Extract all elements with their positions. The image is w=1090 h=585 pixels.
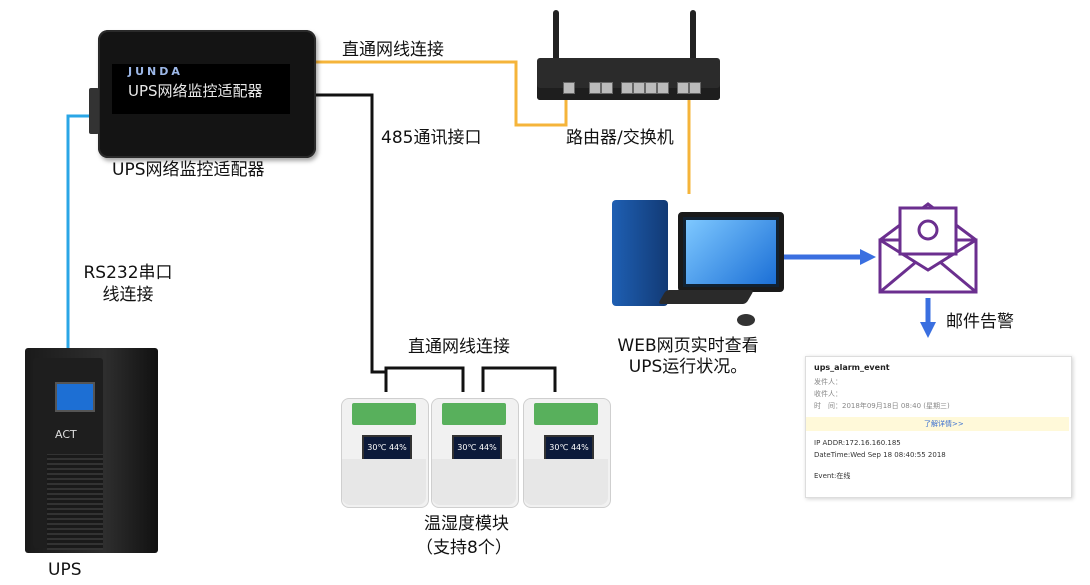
module-body xyxy=(342,459,426,505)
ups-logo: ACT xyxy=(55,428,77,441)
router-antenna-left xyxy=(553,10,559,62)
rs232-port xyxy=(89,88,99,134)
router-port xyxy=(633,82,645,94)
pc-monitor xyxy=(678,212,784,292)
envelope-icon xyxy=(878,202,978,294)
email-expand-link[interactable]: 了解详情>> xyxy=(924,420,964,428)
arrow-email-down-head xyxy=(920,322,936,338)
email-ip: IP ADDR:172.16.160.185 xyxy=(814,439,901,447)
router-antenna-right xyxy=(690,10,696,62)
ups-front-panel: ACT xyxy=(33,358,103,550)
email-alarm-caption: 邮件告警 xyxy=(946,312,1014,332)
ethernet-wire-adapter-router xyxy=(316,60,568,127)
temp-humidity-module-1: 30℃ 44% xyxy=(341,398,429,508)
router-switch xyxy=(537,58,720,100)
monitor-screen xyxy=(686,220,776,284)
adapter-caption: UPS网络监控适配器 xyxy=(112,160,265,180)
router-port xyxy=(645,82,657,94)
modules-caption: 温湿度模块 xyxy=(424,514,509,534)
ups-vent-grille xyxy=(47,454,103,550)
module-chain-wire-2 xyxy=(481,366,557,392)
router-port xyxy=(601,82,613,94)
rs485-wire xyxy=(316,93,388,392)
temp-humidity-module-2: 30℃ 44% xyxy=(431,398,519,508)
ups-caption: UPS xyxy=(48,560,82,580)
adapter-screen-text: UPS网络监控适配器 xyxy=(128,82,263,100)
terminal-strip xyxy=(534,403,598,425)
adapter-brand: JUNDA xyxy=(128,65,183,78)
module-chain-wire-1 xyxy=(384,366,465,392)
email-subject: ups_alarm_event xyxy=(814,363,890,372)
router-port xyxy=(689,82,701,94)
ups-network-adapter: JUNDA UPS网络监控适配器 xyxy=(89,30,316,158)
web-label-line1: WEB网页实时查看 xyxy=(617,336,759,356)
email-to: 收件人： xyxy=(814,390,842,398)
label-485: 485通讯接口 xyxy=(381,128,482,148)
email-time: 时 间：2018年09月18日 08:40 (星期三) xyxy=(814,402,950,410)
email-from: 发件人： xyxy=(814,378,842,386)
module-body xyxy=(432,459,516,505)
modules-caption-count: （支持8个） xyxy=(416,538,512,558)
router-port xyxy=(621,82,633,94)
email-datetime: DateTime:Wed Sep 18 08:40:55 2018 xyxy=(814,451,946,459)
router-port xyxy=(657,82,669,94)
router-port xyxy=(677,82,689,94)
web-label-line2: UPS运行状况。 xyxy=(628,357,748,377)
ups-lcd-display xyxy=(55,382,95,412)
module-body xyxy=(524,459,608,505)
module-display: 30℃ 44% xyxy=(362,435,412,461)
module-display: 30℃ 44% xyxy=(452,435,502,461)
temp-humidity-module-3: 30℃ 44% xyxy=(523,398,611,508)
router-port xyxy=(563,82,575,94)
terminal-strip xyxy=(352,403,416,425)
rs232-label-line1: RS232串口 xyxy=(83,263,173,283)
router-port xyxy=(589,82,601,94)
module-display: 30℃ 44% xyxy=(544,435,594,461)
email-preview: ups_alarm_event 发件人： 收件人： 时 间：2018年09月18… xyxy=(805,356,1072,498)
rs232-label-line2: 线连接 xyxy=(102,285,154,305)
keyboard xyxy=(657,290,755,304)
terminal-strip xyxy=(442,403,506,425)
modules-link-label: 直通网线连接 xyxy=(408,337,510,357)
email-event: Event:在线 xyxy=(814,472,851,480)
ups-unit: ACT xyxy=(25,348,158,553)
pc-tower xyxy=(612,200,668,306)
label-adapter-router-link: 直通网线连接 xyxy=(342,40,444,60)
router-caption: 路由器/交换机 xyxy=(566,128,674,148)
adapter-face xyxy=(112,64,290,114)
mouse xyxy=(737,314,755,326)
arrow-pc-email-head xyxy=(860,249,876,265)
rs232-wire xyxy=(66,114,90,350)
email-expand-band: 了解详情>> xyxy=(806,417,1069,431)
